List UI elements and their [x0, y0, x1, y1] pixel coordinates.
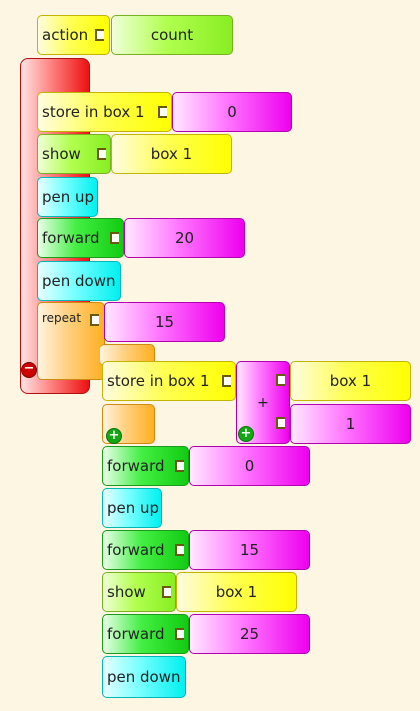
socket-notch: [97, 148, 106, 160]
box-reference-block[interactable]: box 1: [290, 361, 411, 401]
number-value-block[interactable]: 15: [189, 530, 310, 570]
socket-notch: [175, 544, 184, 556]
forward-label: forward: [107, 541, 165, 559]
socket-notch: [175, 460, 184, 472]
socket-notch: [90, 314, 99, 326]
expand-plus-icon[interactable]: +: [106, 428, 122, 444]
box-reference-block[interactable]: box 1: [176, 572, 297, 612]
repeat-label: repeat: [42, 311, 82, 325]
socket-notch: [175, 628, 184, 640]
socket-notch: [276, 417, 285, 429]
pen-down-block[interactable]: pen down: [102, 656, 186, 698]
action-label: action: [42, 26, 89, 44]
plus-label: +: [257, 394, 269, 411]
forward-block[interactable]: forward: [102, 530, 189, 570]
collapse-minus-icon[interactable]: −: [21, 362, 37, 378]
forward-block[interactable]: forward: [102, 614, 189, 654]
forward-block[interactable]: forward: [102, 446, 189, 486]
store-in-box-block[interactable]: store in box 1: [37, 92, 172, 132]
show-label: show: [42, 145, 81, 163]
forward-label: forward: [107, 457, 165, 475]
number-value-block[interactable]: 0: [172, 92, 292, 132]
socket-notch: [222, 375, 231, 387]
socket-notch: [276, 374, 285, 386]
number-value-block[interactable]: 25: [189, 614, 310, 654]
socket-notch: [95, 29, 104, 41]
socket-notch: [158, 106, 167, 118]
socket-notch: [162, 586, 171, 598]
pen-down-label: pen down: [107, 668, 181, 686]
pen-up-block[interactable]: pen up: [102, 488, 162, 528]
store-in-box-block[interactable]: store in box 1: [102, 361, 236, 401]
show-label: show: [107, 583, 146, 601]
pen-up-block[interactable]: pen up: [37, 177, 98, 217]
action-name-field[interactable]: count: [111, 15, 233, 55]
number-value-block[interactable]: 20: [124, 218, 245, 258]
pen-down-label: pen down: [42, 272, 116, 290]
pen-down-block[interactable]: pen down: [37, 261, 121, 301]
number-value-block[interactable]: 0: [189, 446, 310, 486]
repeat-count-block[interactable]: 15: [104, 302, 225, 342]
forward-label: forward: [107, 625, 165, 643]
action-block[interactable]: action: [37, 15, 110, 55]
forward-label: forward: [42, 229, 100, 247]
forward-block[interactable]: forward: [37, 218, 124, 258]
pen-up-label: pen up: [107, 499, 160, 517]
socket-notch: [110, 232, 119, 244]
number-value-block[interactable]: 1: [290, 404, 411, 444]
store-in-box-label: store in box 1: [107, 372, 210, 390]
box-reference-block[interactable]: box 1: [111, 134, 232, 174]
store-in-box-label: store in box 1: [42, 103, 145, 121]
pen-up-label: pen up: [42, 188, 95, 206]
expand-plus-icon[interactable]: +: [238, 426, 254, 442]
